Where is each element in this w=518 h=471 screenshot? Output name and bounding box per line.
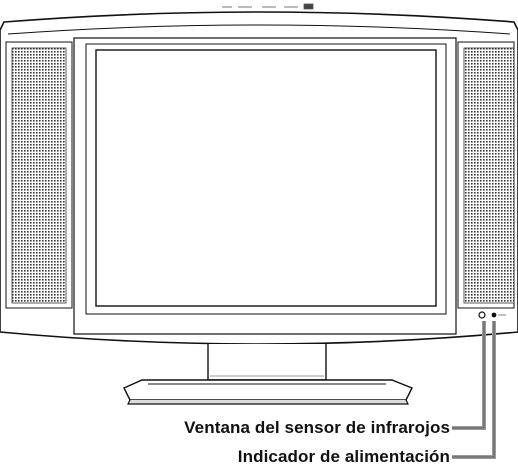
stand-neck xyxy=(207,344,327,381)
right-speaker-grille xyxy=(463,47,515,304)
ir-sensor-window-icon xyxy=(478,311,486,319)
power-leader-line xyxy=(452,321,496,459)
stand-base xyxy=(123,379,413,401)
cabinet-top-edge xyxy=(7,24,511,35)
left-speaker-grille xyxy=(11,47,67,304)
power-led-icon xyxy=(491,312,497,318)
stand-base-bottom xyxy=(127,399,409,405)
top-control-buttons xyxy=(222,3,314,10)
power-indicator-callout-label: Indicador de alimentación xyxy=(237,447,450,466)
screen xyxy=(95,49,437,307)
callout-leader-lines xyxy=(452,321,496,459)
ir-sensor-callout-label: Ventana del sensor de infrarojos xyxy=(184,418,450,437)
